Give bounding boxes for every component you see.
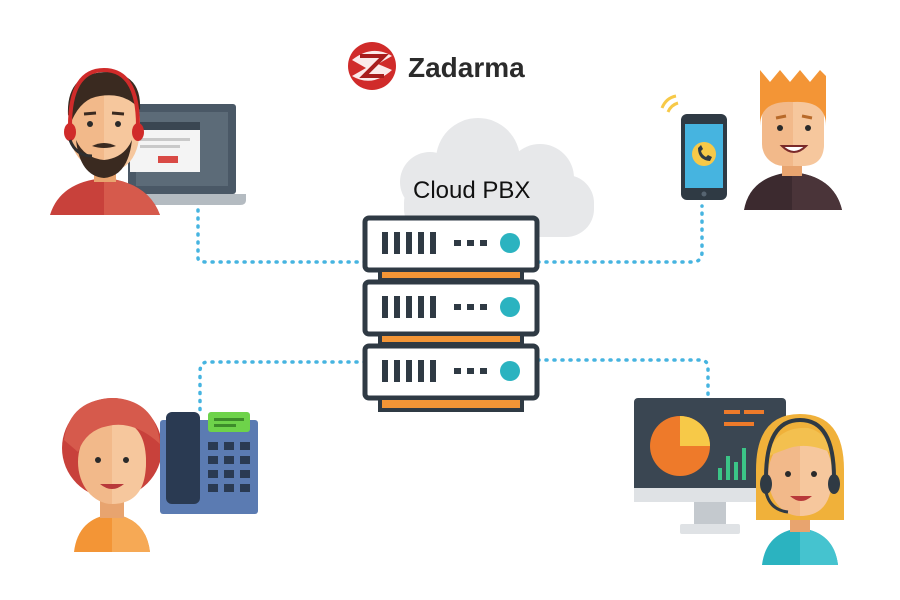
server-status-light xyxy=(500,361,520,381)
brand-name: Zadarma xyxy=(408,52,525,83)
desk-phone-user-illustration xyxy=(62,398,258,552)
connection-laptop xyxy=(196,208,367,264)
mobile-user-illustration xyxy=(660,70,842,210)
server-status-light xyxy=(500,297,520,317)
server-status-light xyxy=(500,233,520,253)
telephone-icon xyxy=(160,412,258,514)
laptop-user-illustration xyxy=(50,67,246,215)
chart-icon xyxy=(650,410,764,480)
cloud-shape xyxy=(400,118,594,237)
laptop-icon xyxy=(118,104,246,205)
analytics-user-illustration xyxy=(634,398,844,565)
connection-monitor xyxy=(536,358,710,398)
zadarma-logo[interactable]: Zadarma xyxy=(348,42,525,90)
server-unit-1 xyxy=(362,215,540,282)
phone-icon xyxy=(660,94,727,200)
monitor-icon xyxy=(634,398,786,534)
connection-lines xyxy=(196,204,710,414)
connection-deskphone xyxy=(198,360,367,414)
server-stack xyxy=(362,215,540,412)
zadarma-logo-icon xyxy=(348,42,396,90)
server-unit-3 xyxy=(362,343,540,412)
connection-mobile xyxy=(536,204,704,264)
server-unit-2 xyxy=(362,279,540,346)
cloud-pbx-label: Cloud PBX xyxy=(413,177,530,204)
